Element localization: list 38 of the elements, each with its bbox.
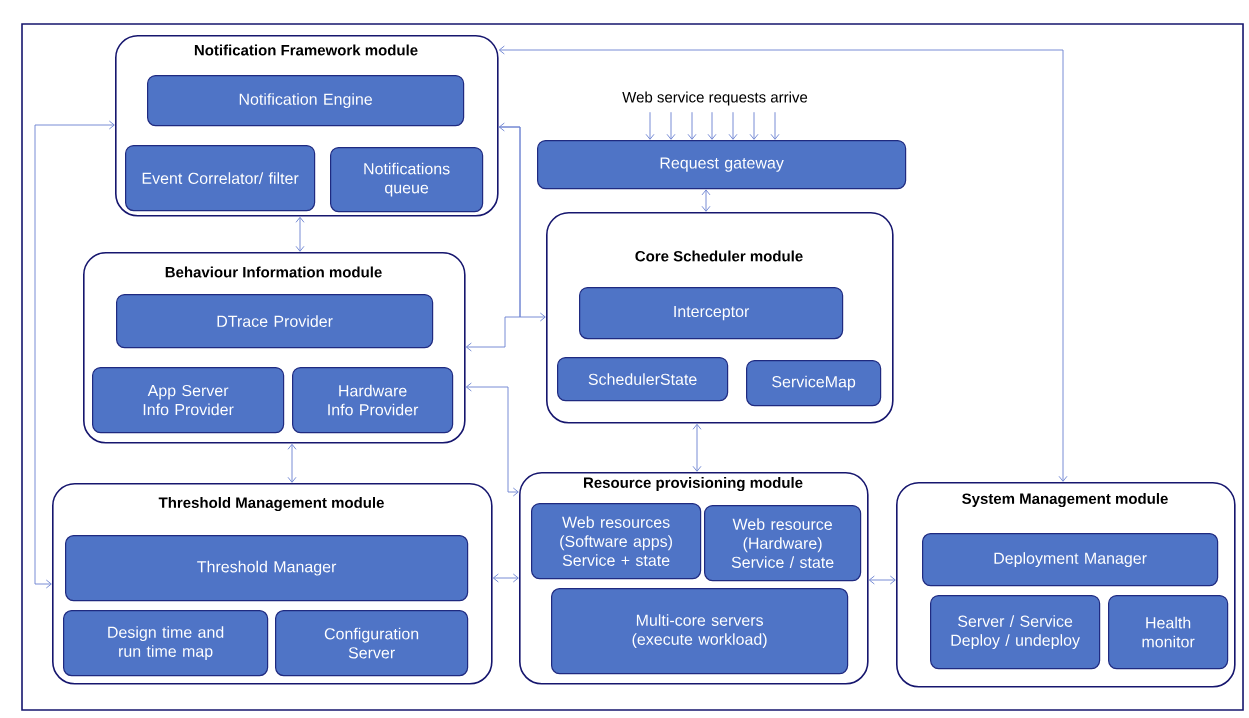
component-box: Design time and run time map (63, 610, 269, 677)
component-box: Event Correlator/ filter (125, 145, 316, 212)
component-box: App Server Info Provider (92, 367, 285, 434)
arrow (498, 45, 1068, 482)
component-box: Notifications queue (330, 147, 484, 213)
arrow (465, 126, 521, 352)
component-box: Request gateway (537, 140, 907, 190)
component-box: Web resources (Software apps) Service + state (531, 503, 702, 580)
component-box: Multi-core servers (execute workload) (551, 588, 849, 675)
component-box: Deployment Manager (922, 533, 1219, 587)
arrow (687, 111, 697, 140)
arrow (707, 111, 717, 140)
arrow (770, 111, 780, 140)
component-box: Web resource (Hardware) Service / state (704, 505, 862, 582)
arrow (701, 189, 711, 212)
component-box: Threshold Manager (65, 535, 469, 602)
arrow (645, 111, 655, 140)
arrow (868, 575, 896, 585)
arrow (666, 111, 676, 140)
arrow (465, 382, 519, 497)
component-box: Hardware Info Provider (292, 367, 454, 434)
arrow (692, 423, 702, 472)
component-box: Notification Engine (147, 75, 465, 127)
component-box: Health monitor (1108, 595, 1229, 670)
component-box: DTrace Provider (116, 294, 434, 349)
arrow (492, 573, 519, 583)
arrow (34, 120, 115, 589)
component-box: ServiceMap (746, 360, 882, 407)
component-box: Configuration Server (275, 610, 469, 677)
component-box: Interceptor (579, 287, 844, 340)
arrow (728, 111, 738, 140)
caption-text: Web service requests arrive (622, 91, 808, 106)
arrow (749, 111, 759, 140)
arrow (498, 122, 546, 322)
component-box: Server / Service Deploy / undeploy (930, 595, 1101, 670)
arrow (287, 443, 297, 483)
component-box: SchedulerState (557, 357, 729, 402)
arrow (295, 216, 305, 252)
